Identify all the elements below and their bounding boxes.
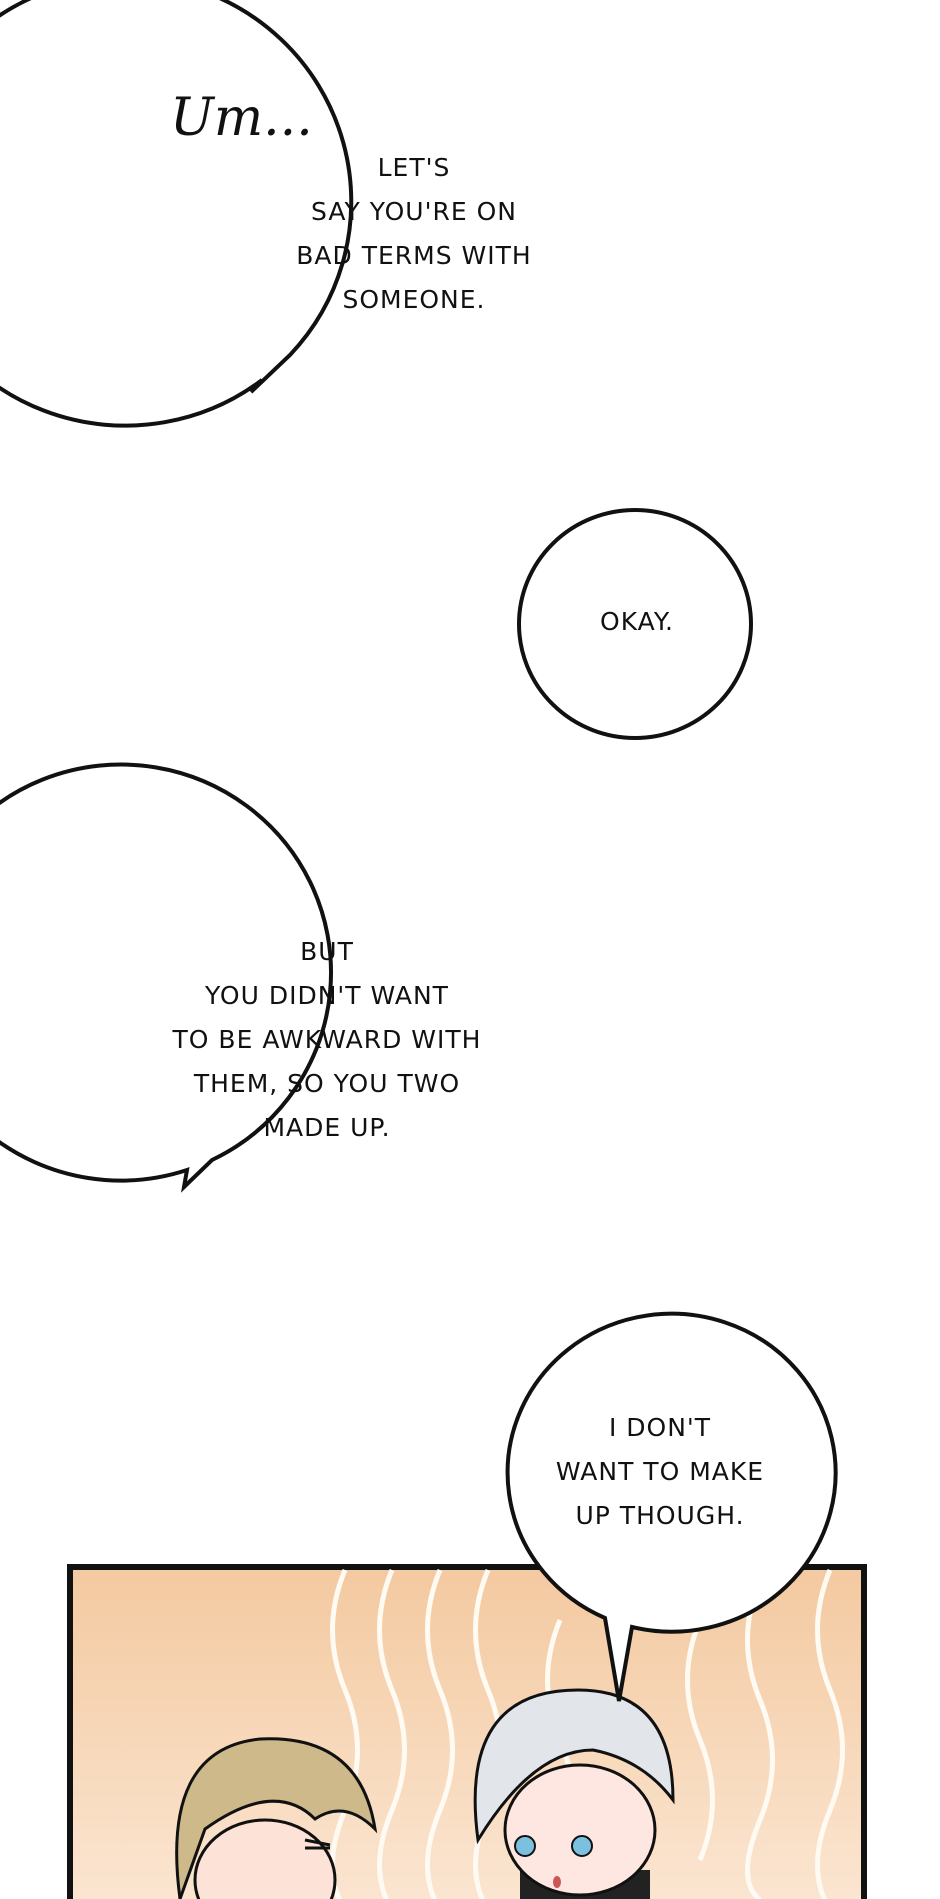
- speech-bubble-4: [505, 1311, 838, 1702]
- speech-bubble-1: [0, 0, 354, 428]
- text-line: BAD TERMS WITH: [296, 241, 532, 270]
- speech-bubble-3: [0, 762, 333, 1193]
- bubble-2-text: OKAY.: [600, 600, 674, 644]
- sound-effect-text: Um...: [170, 88, 313, 148]
- text-line: SAY YOU'RE ON: [311, 197, 517, 226]
- text-line: SOMEONE.: [342, 285, 486, 314]
- text-line: MADE UP.: [263, 1113, 391, 1142]
- text-line: LET'S: [377, 153, 451, 182]
- text-line: YOU DIDN'T WANT: [205, 981, 449, 1010]
- bubble-4-text: I DON'T WANT TO MAKE UP THOUGH.: [556, 1406, 764, 1538]
- text-line: TO BE AWKWARD WITH: [172, 1025, 482, 1054]
- bubble-3-text: BUT YOU DIDN'T WANT TO BE AWKWARD WITH T…: [173, 930, 482, 1150]
- text-line: WANT TO MAKE: [555, 1457, 765, 1486]
- text-line: BUT: [300, 937, 354, 966]
- text-line: OKAY.: [600, 607, 674, 636]
- text-line: UP THOUGH.: [575, 1501, 745, 1530]
- character-blond: [175, 1737, 378, 1899]
- text-line: THEM, SO YOU TWO: [193, 1069, 461, 1098]
- character-silver: [473, 1688, 675, 1899]
- text-line: I DON'T: [608, 1413, 712, 1442]
- speech-bubble-2: [517, 508, 753, 740]
- bubble-1-text: LET'S SAY YOU'RE ON BAD TERMS WITH SOMEO…: [296, 146, 531, 322]
